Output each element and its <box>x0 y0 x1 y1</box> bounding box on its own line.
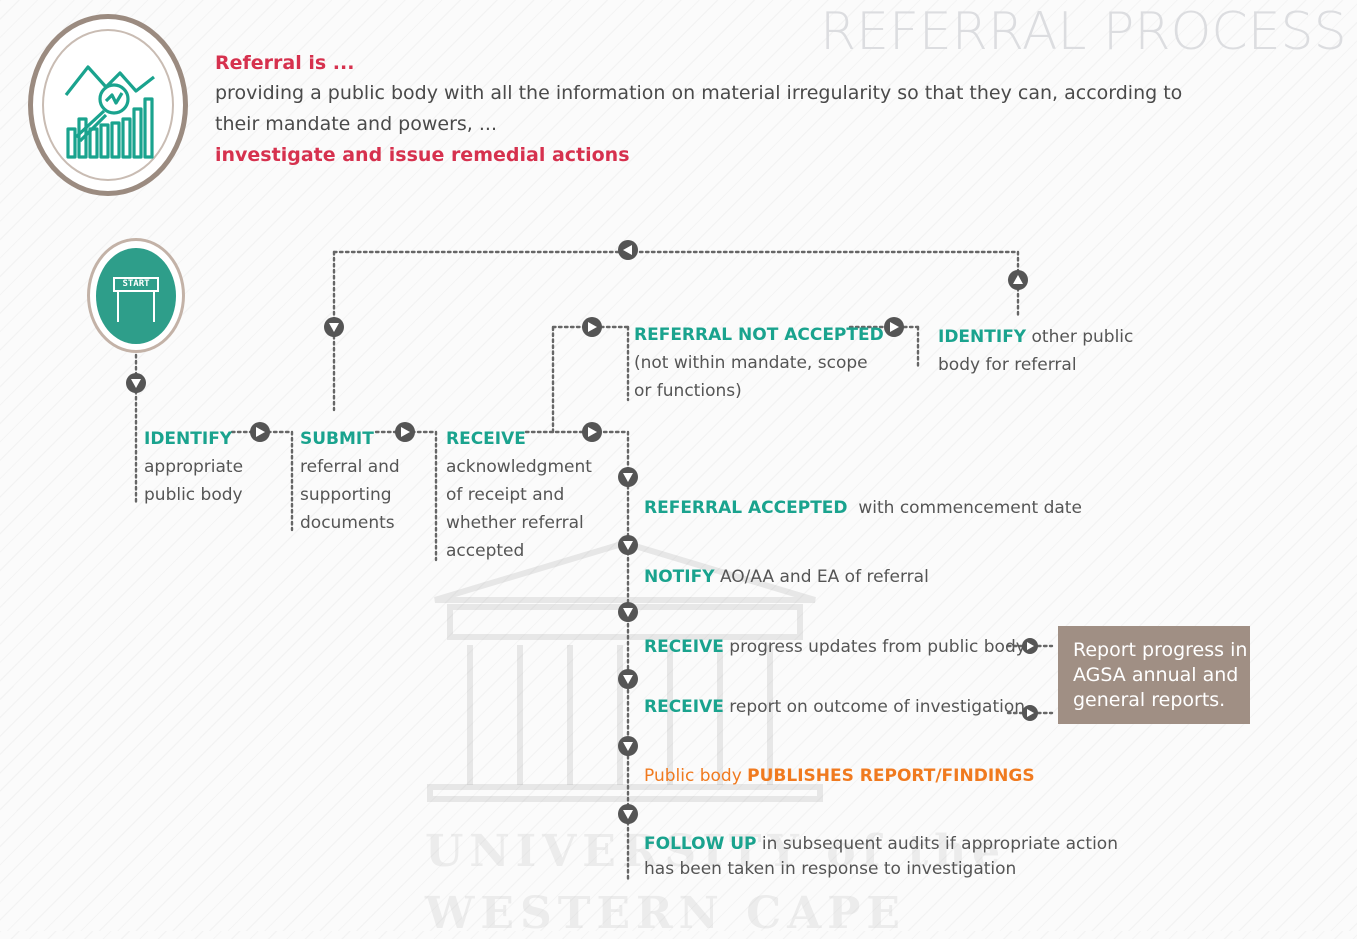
step-receive-line1: acknowledgment <box>446 457 592 477</box>
step-publishes: Public body PUBLISHES REPORT/FINDINGS <box>644 762 1035 790</box>
step-not-accepted-line1: (not within mandate, scope <box>634 353 868 373</box>
step-receive-updates: RECEIVE progress updates from public bod… <box>644 633 1026 661</box>
report-box-line3: general reports. <box>1073 689 1226 711</box>
step-notify-rest: AO/AA and EA of referral <box>719 567 929 587</box>
step-identify-other-rest: other public <box>1031 327 1134 347</box>
step-receive-line4: accepted <box>446 541 525 561</box>
step-submit-line1: referral and <box>300 457 400 477</box>
step-receive-report: RECEIVE report on outcome of investigati… <box>644 693 1025 721</box>
step-identify-line2: public body <box>144 485 243 505</box>
step-accepted: REFERRAL ACCEPTED with commencement date <box>644 494 1082 522</box>
step-submit: SUBMIT referral and supporting documents <box>300 425 400 537</box>
start-sign-right-post <box>153 292 155 322</box>
start-badge: START <box>87 238 185 353</box>
chart-magnifier-icon <box>64 65 155 159</box>
step-receive-line3: whether referral <box>446 513 584 533</box>
step-receive-updates-rest: progress updates from public body <box>729 637 1026 657</box>
referral-logo <box>28 14 188 196</box>
step-receive: RECEIVE acknowledgment of receipt and wh… <box>446 425 592 565</box>
step-identify-keyword: IDENTIFY <box>144 429 233 449</box>
step-follow-up-keyword: FOLLOW UP <box>644 834 757 854</box>
step-follow-up: FOLLOW UP in subsequent audits if approp… <box>644 832 1118 882</box>
start-disk: START <box>96 248 176 344</box>
step-not-accepted-line2: or functions) <box>634 381 742 401</box>
step-accepted-rest: with commencement date <box>858 498 1082 518</box>
watermark-university: UNIVERSITY of the <box>425 826 1007 877</box>
intro-tail: investigate and issue remedial actions <box>215 144 630 166</box>
report-progress-box: Report progress in AGSA annual and gener… <box>1058 626 1250 724</box>
step-receive-report-keyword: RECEIVE <box>644 697 724 717</box>
step-publishes-prefix: Public body <box>644 766 742 786</box>
step-identify: IDENTIFY appropriate public body <box>144 425 243 509</box>
step-follow-up-line2: has been taken in response to investigat… <box>644 859 1017 879</box>
step-submit-keyword: SUBMIT <box>300 429 374 449</box>
intro-body: providing a public body with all the inf… <box>215 82 1183 135</box>
page-title: REFERRAL PROCESS <box>820 2 1347 62</box>
step-receive-report-rest: report on outcome of investigation <box>729 697 1026 717</box>
start-sign-left-post <box>117 292 119 322</box>
step-follow-up-rest: in subsequent audits if appropriate acti… <box>761 834 1118 854</box>
step-receive-line2: of receipt and <box>446 485 565 505</box>
step-not-accepted-keyword: REFERRAL NOT ACCEPTED <box>634 325 884 345</box>
step-notify: NOTIFY AO/AA and EA of referral <box>644 563 929 591</box>
step-publishes-keyword: PUBLISHES REPORT/FINDINGS <box>747 766 1035 786</box>
building-watermark-icon <box>427 539 823 802</box>
step-accepted-keyword: REFERRAL ACCEPTED <box>644 498 848 518</box>
step-identify-line1: appropriate <box>144 457 244 477</box>
start-sign: START <box>113 277 159 292</box>
step-submit-line3: documents <box>300 513 395 533</box>
report-box-line1: Report progress in <box>1073 639 1248 661</box>
step-receive-updates-keyword: RECEIVE <box>644 637 724 657</box>
step-submit-line2: supporting <box>300 485 392 505</box>
report-box-line2: AGSA annual and <box>1073 664 1239 686</box>
step-not-accepted: REFERRAL NOT ACCEPTED (not within mandat… <box>634 321 884 405</box>
step-identify-other: IDENTIFY other public body for referral <box>938 323 1133 379</box>
step-identify-other-line2: body for referral <box>938 355 1077 375</box>
step-notify-keyword: NOTIFY <box>644 567 715 587</box>
flow-arrow-glyphs <box>131 245 1034 819</box>
step-receive-keyword: RECEIVE <box>446 429 526 449</box>
intro-heading: Referral is ... <box>215 52 355 74</box>
step-identify-other-keyword: IDENTIFY <box>938 327 1027 347</box>
